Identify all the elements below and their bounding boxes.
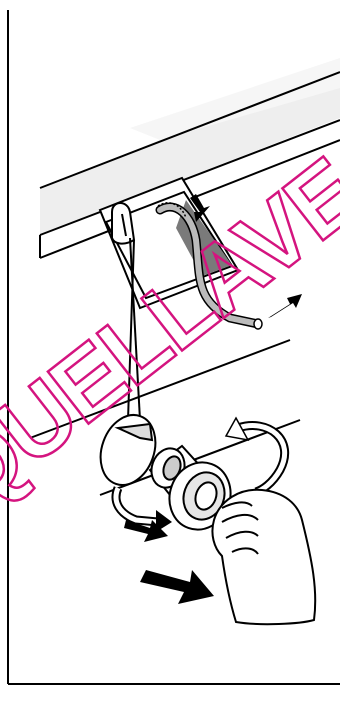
- arrow-icon: [140, 570, 214, 604]
- hand-icon: [212, 490, 315, 624]
